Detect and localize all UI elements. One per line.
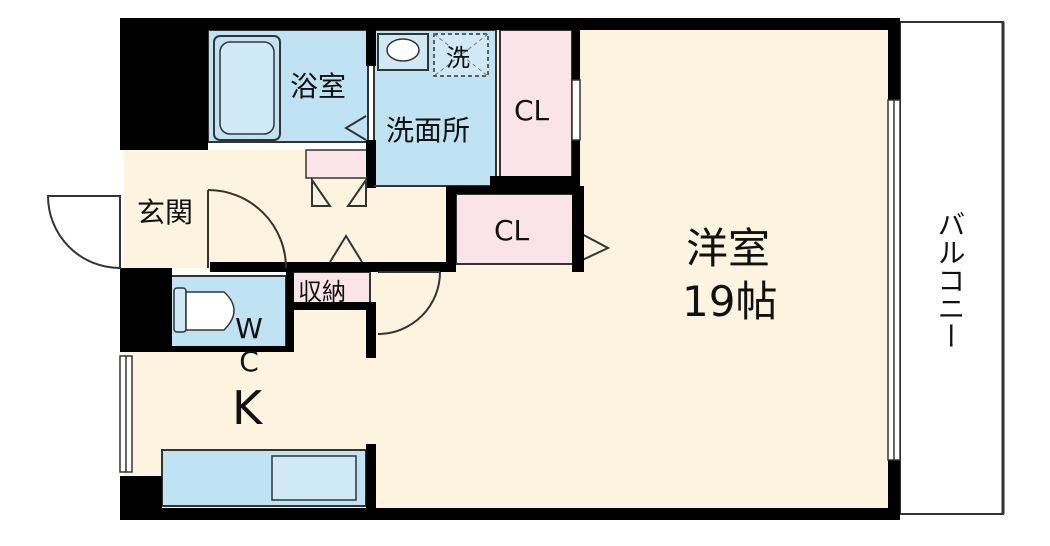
- closet-lower-label: CL: [494, 214, 530, 247]
- washer-label: 洗: [446, 44, 470, 72]
- balcony-label: バルコニー: [934, 210, 967, 350]
- toilet-room: [169, 275, 287, 349]
- bathroom-label: 浴室: [290, 70, 346, 103]
- windows: [119, 79, 901, 473]
- kitchen-counter-icon: [161, 449, 367, 507]
- washroom: [373, 29, 497, 187]
- bathroom: [207, 29, 369, 143]
- kitchen-label: K: [232, 381, 264, 435]
- bathtub-icon: [213, 35, 281, 141]
- toilet-icon: [173, 287, 235, 333]
- toilet-label: WC: [233, 312, 266, 378]
- shoe-storage: [305, 149, 369, 179]
- western-room-size: 19帖: [682, 277, 777, 326]
- sink-icon: [377, 33, 429, 71]
- western-room-name: 洋室: [686, 224, 770, 273]
- washroom-label: 洗面所: [386, 114, 470, 147]
- closet-upper-label: CL: [514, 94, 550, 127]
- door-swing-icon: [46, 176, 444, 335]
- washer-space: [433, 33, 489, 77]
- balcony: [899, 21, 1005, 515]
- entrance-label: 玄関: [137, 196, 193, 229]
- storage-label: 収納: [298, 278, 346, 306]
